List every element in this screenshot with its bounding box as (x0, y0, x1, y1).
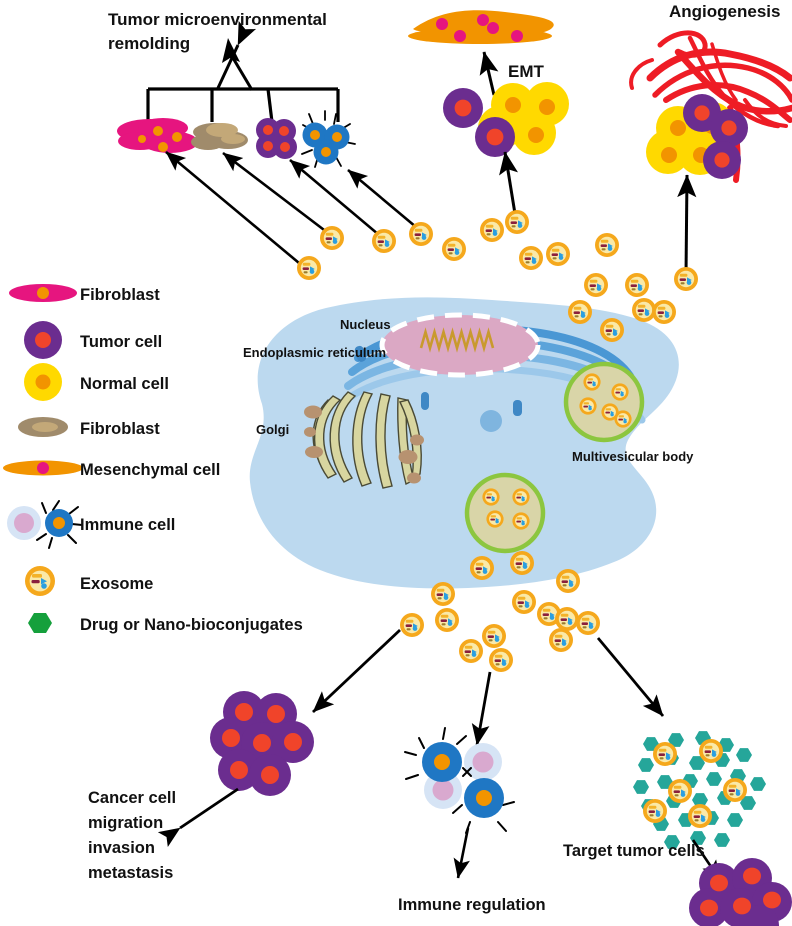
arrows-to-microenvironment (165, 151, 423, 269)
legend-label-1: Tumor cell (80, 333, 162, 351)
arrow-microenv-head (222, 38, 254, 91)
brown-ellipse-cell-icon (18, 417, 68, 437)
arrows-bottom-outputs (312, 628, 665, 746)
multivesicular-body-right (563, 361, 645, 443)
immune-regulation-cell-cluster (404, 727, 515, 834)
label-nucleus: Nucleus (340, 317, 391, 332)
legend-icons (3, 284, 83, 633)
mesenchymal-cell-pair (408, 10, 554, 44)
label-cancer-migration-line3: invasion (88, 839, 155, 857)
arrow-immune-regulation-label (453, 827, 470, 879)
microenvironment-bracket (146, 87, 340, 123)
label-angiogenesis: Angiogenesis (669, 2, 780, 21)
legend-label-2: Normal cell (80, 375, 169, 393)
legend-label-6: Exosome (80, 575, 153, 593)
yellow-normal-cell-icon (24, 363, 62, 401)
legend-label-5: Immune cell (80, 516, 175, 534)
label-golgi: Golgi (256, 422, 289, 437)
label-target-tumor-cells: Target tumor cells (563, 842, 705, 860)
arrow-exosome-to-angiogenesis (677, 174, 697, 276)
label-cancer-migration-line4: metastasis (88, 864, 173, 882)
legend-label-0: Fibroblast (80, 286, 160, 304)
tumor-cell-cluster-microenv (256, 118, 297, 159)
arrow-exosome-to-emt (499, 151, 519, 221)
nano-bioconjugate-exosome-cluster (633, 731, 766, 849)
spiky-immune-cell-icon (7, 500, 83, 549)
label-immune-regulation: Immune regulation (398, 896, 546, 914)
label-tumor-microenvironment-line1: Tumor microenvironmental (108, 10, 327, 29)
angiogenesis-cell-cluster (646, 94, 748, 179)
purple-tumor-cell-icon (24, 321, 62, 359)
er-vesicles (354, 345, 522, 432)
arrow-emt (479, 51, 499, 96)
green-hexagon-icon (28, 613, 52, 633)
label-cancer-migration-line2: migration (88, 814, 163, 832)
arrow-to-immune-regulation (471, 671, 492, 746)
legend-label-3: Fibroblast (80, 420, 160, 438)
label-cancer-migration-line1: Cancer cell (88, 789, 176, 807)
emt-mixed-cell-cluster (443, 82, 569, 157)
label-endoplasmic-reticulum: Endoplasmic reticulum (243, 345, 386, 360)
label-tumor-microenvironment-line2: remolding (108, 34, 190, 53)
arrow-metastasis-label (157, 787, 239, 847)
legend-label-4: Mesenchymal cell (80, 461, 220, 479)
nucleus-dna-icon (419, 327, 495, 353)
nucleus (379, 312, 541, 378)
exosome-vesicle-icon (25, 566, 55, 596)
metastatic-tumor-cell-cluster (210, 691, 314, 796)
label-emt: EMT (508, 62, 545, 81)
golgi-apparatus (304, 391, 424, 489)
targeted-tumor-cell-cluster (689, 858, 792, 926)
fibroblast-cluster (191, 123, 248, 150)
orange-spindle-cell-icon (3, 460, 83, 476)
immune-cell-cluster-microenv (301, 110, 356, 168)
legend-label-7: Drug or Nano-bioconjugates (80, 616, 303, 634)
arrow-to-target-tumor (596, 637, 665, 717)
arrow-to-cancer-migration (312, 628, 401, 714)
label-multivesicular-body: Multivesicular body (572, 449, 694, 464)
golgi-vesicles (304, 405, 424, 484)
multivesicular-body-lower (464, 472, 546, 554)
pink-spindle-cell-icon (9, 284, 77, 302)
cancer-associated-fibroblast-cluster (117, 118, 198, 153)
